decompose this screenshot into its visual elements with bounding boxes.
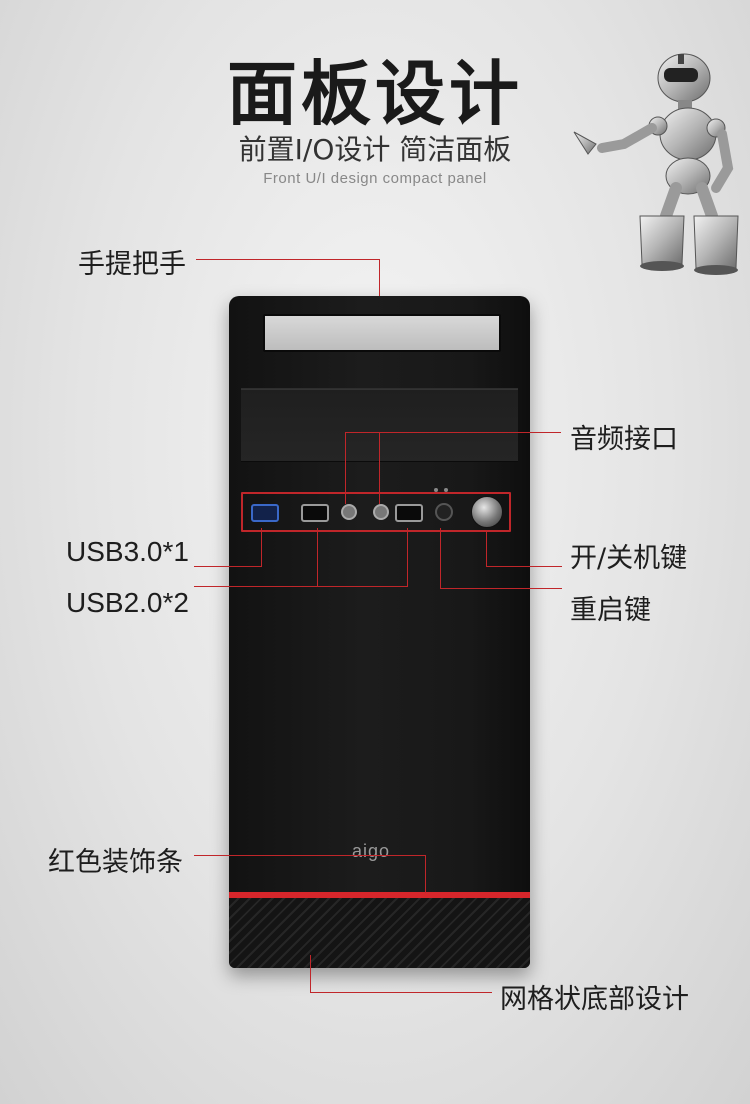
led-indicator (444, 488, 448, 492)
led-indicator (434, 488, 438, 492)
label-red-strip: 红色装饰条 (48, 847, 183, 878)
front-io-panel (241, 488, 511, 532)
robot-illustration (573, 53, 739, 275)
label-mesh-bottom: 网格状底部设计 (500, 984, 689, 1015)
page-subtitle: 前置I/O设计 简洁面板 (238, 133, 512, 166)
pc-case: aigo (229, 296, 530, 968)
label-usb2: USB2.0*2 (66, 587, 189, 618)
reset-button (435, 503, 453, 521)
red-decorative-strip (229, 892, 530, 898)
power-button (471, 496, 503, 528)
audio-jack-mic (341, 504, 357, 520)
usb3-port (251, 504, 279, 522)
usb2-port-2 (395, 504, 423, 522)
page-title: 面板设计 (227, 53, 523, 135)
case-handle-cutout (263, 314, 501, 352)
page-subtitle-english: Front U/I design compact panel (263, 170, 487, 187)
label-handle: 手提把手 (78, 249, 186, 280)
label-usb3: USB3.0*1 (66, 536, 189, 567)
audio-jack-headphone (373, 504, 389, 520)
brand-logo: aigo (352, 841, 391, 861)
mesh-bottom-grille (229, 898, 530, 968)
label-audio-port: 音频接口 (570, 424, 678, 455)
label-reset-button: 重启键 (570, 595, 651, 626)
usb2-port-1 (301, 504, 329, 522)
label-power-button: 开/关机键 (570, 543, 688, 574)
